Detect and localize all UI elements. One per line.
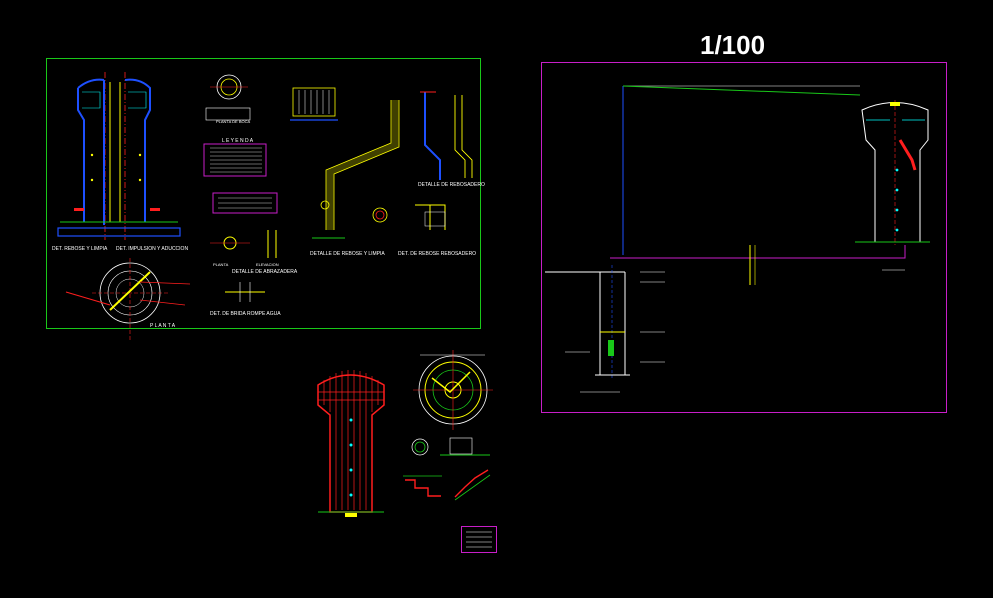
label-det-rebose: DET. REBOSE Y LIMPIA [52,246,108,252]
right-sheet: 1/100 [541,30,947,413]
well-section [565,265,665,393]
tank-section-elevation: DET. REBOSE Y LIMPIA DET. IMPULSION Y AD… [52,72,188,252]
center-small-details [403,437,497,553]
left-sheet: DET. REBOSE Y LIMPIA DET. IMPULSION Y AD… [46,58,485,340]
label-det-brida: DET. DE BRIDA ROMPE AGUA [210,311,281,317]
label-det-rebose-limpia: DETALLE DE REBOSE Y LIMPIA [310,251,385,257]
rebose-limpia-pipe: DETALLE DE REBOSE Y LIMPIA [310,100,400,257]
elevated-tank-small [855,100,930,271]
label-det-rebose-rebosadero: DET. DE REBOSE REBOSADERO [398,251,476,257]
scale-title: 1/100 [700,30,765,60]
label-det-impulsion: DET. IMPULSION Y ADUCCION [116,246,188,252]
tank-top-plan [413,350,493,430]
label-elevacion: ELEVACION [256,262,279,267]
label-detalle-rebosadero: DETALLE DE REBOSADERO [418,182,485,188]
tank-plan-view: P L A N T A [65,258,191,340]
left-sheet-frame [46,58,481,329]
rebosadero-detail: DETALLE DE REBOSADERO DET. DE REBOSE REB… [398,91,485,257]
abrazadera-detail: PLANTA ELEVACION DETALLE DE ABRAZADERA D… [210,230,298,317]
label-planta-small: PLANTA [213,262,229,267]
right-sheet-frame [541,62,947,413]
legend-title: L E Y E N D A [222,138,254,144]
manhole-detail: PLANTA DE BOCA [205,74,250,124]
grating-detail [290,87,338,121]
label-planta: P L A N T A [150,323,176,329]
label-planta-boca: PLANTA DE BOCA [216,119,250,124]
label-detalle-abrazadera: DETALLE DE ABRAZADERA [232,269,298,275]
tank-elevation-red [317,370,385,517]
legend-box: L E Y E N D A [203,138,278,214]
